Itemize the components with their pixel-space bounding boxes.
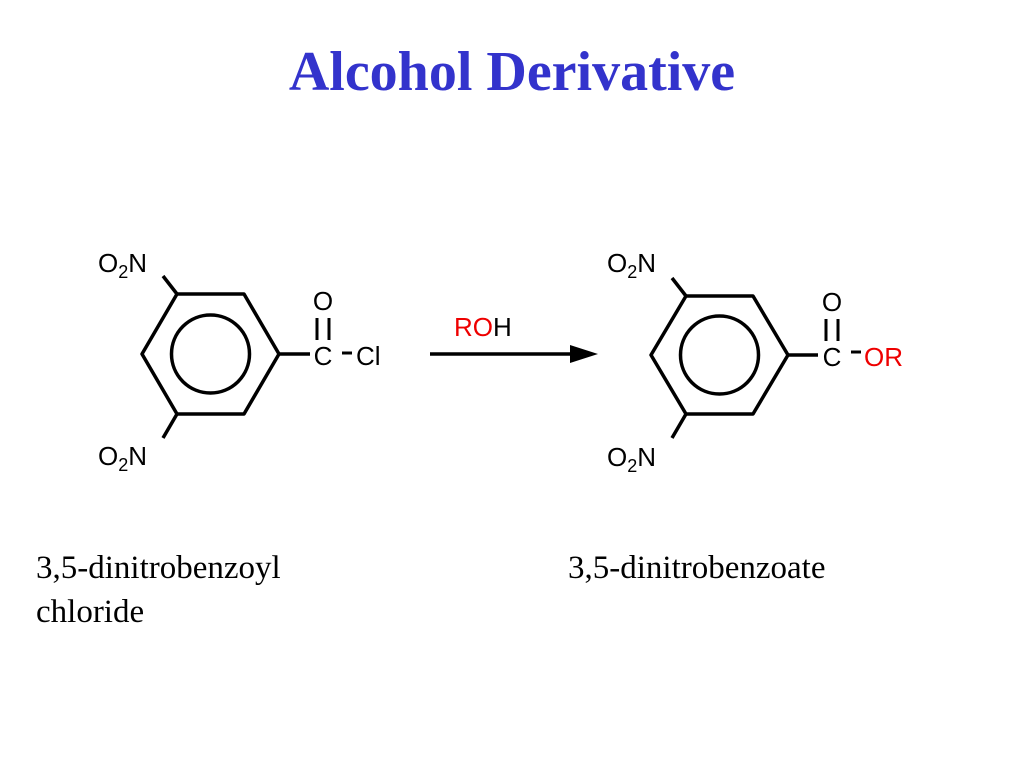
reagent-ro: RO [454,312,493,342]
product-carbonyl-oxygen: O [822,287,842,317]
product-name: 3,5-dinitrobenzoate [568,546,826,590]
reactant-bond-nitro-bottom [161,413,179,439]
reactant-carbonyl-carbon: C [314,341,333,371]
product-bond-nitro-top [670,276,688,298]
reactant-chlorine: Cl [356,341,381,371]
reactant-nitro-top-label: O2N [98,248,147,282]
product-benzene-ring [649,294,790,416]
reactant-aromatic-circle [169,313,252,395]
reagent-h: H [493,312,512,342]
reactant-name-line2: chloride [36,594,145,630]
product-name-line1: 3,5-dinitrobenzoate [568,550,826,586]
product-nitro-top-label: O2N [607,248,656,282]
reactant-nitro-bottom-label: O2N [98,441,147,475]
reactant-benzene-ring [140,292,281,416]
reaction-arrow: ROH [430,312,598,363]
reactant-name: 3,5-dinitrobenzoyl chloride [36,546,281,634]
reactant-name-line1: 3,5-dinitrobenzoyl [36,550,281,586]
arrow-head [570,345,598,363]
product-nitro-bottom-label: O2N [607,442,656,476]
product-structure: O2N O2N O C OR [607,248,903,476]
reactant-structure: O2N O2N O C Cl [98,248,381,475]
product-aromatic-circle [678,314,761,396]
product-ester-or: OR [864,342,903,372]
product-bond-nitro-bottom [670,413,688,439]
reactant-carbonyl-oxygen: O [313,286,333,316]
reactant-bond-nitro-top [161,274,179,296]
slide-title: Alcohol Derivative [288,41,736,103]
product-carbonyl-carbon: C [823,342,842,372]
reagent-label: ROH [454,312,512,342]
